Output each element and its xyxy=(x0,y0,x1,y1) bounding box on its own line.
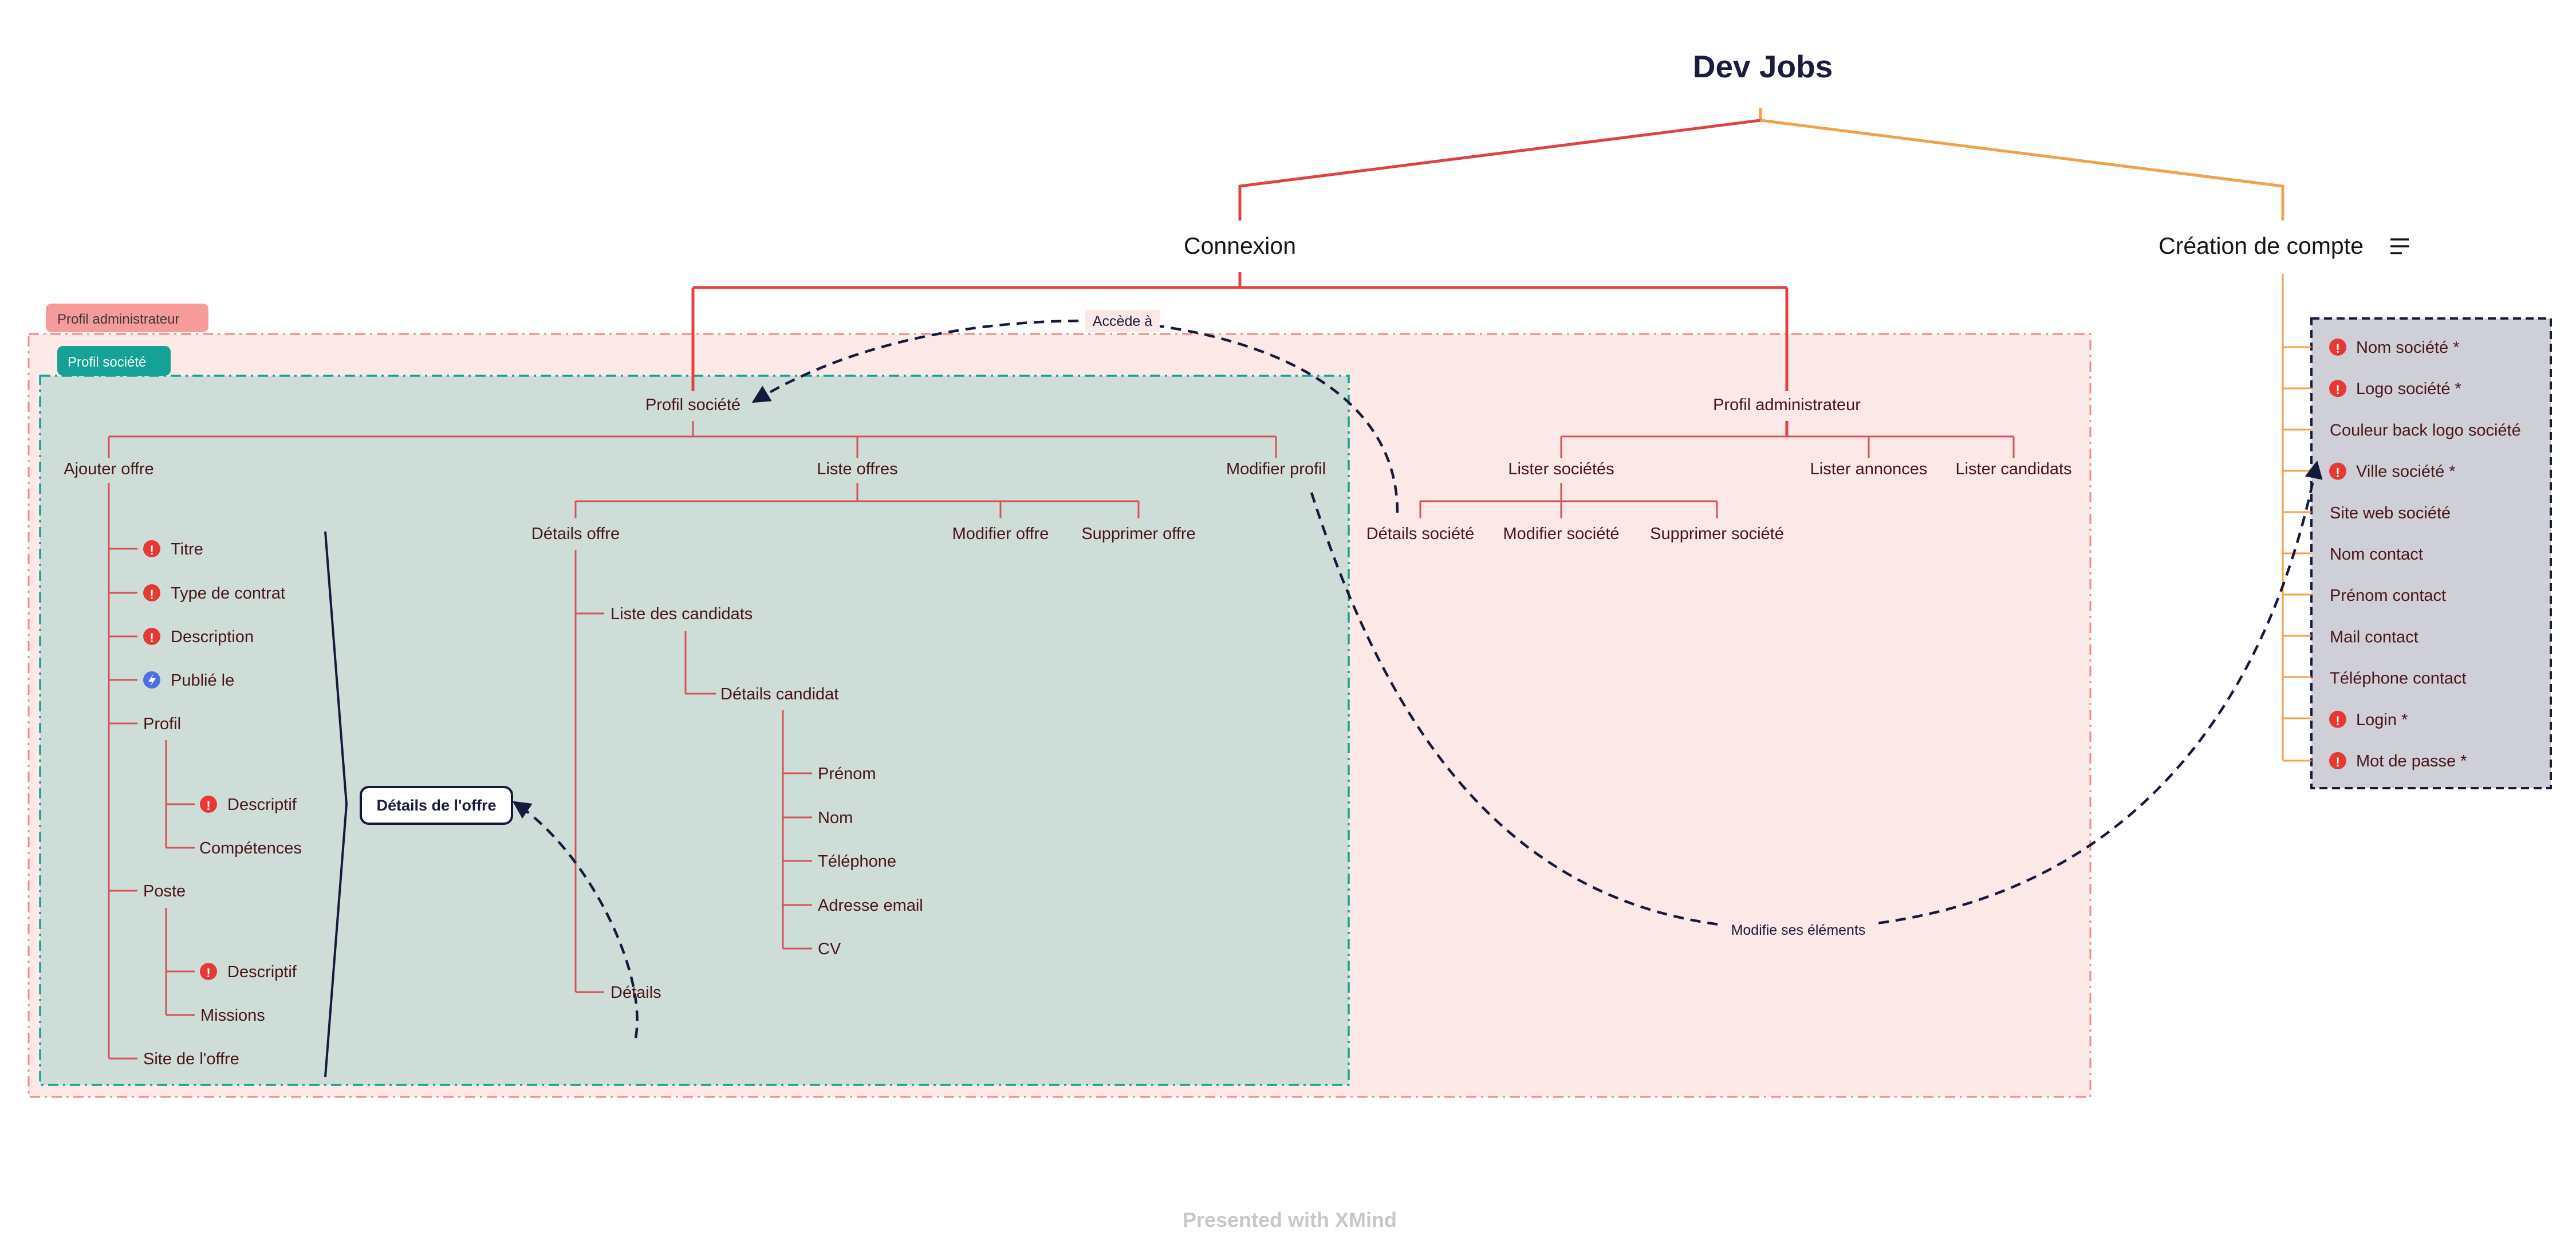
creation-item[interactable]: Nom contact xyxy=(2330,545,2423,564)
node-missions[interactable]: Missions xyxy=(200,1006,265,1025)
node-cv[interactable]: CV xyxy=(818,940,841,958)
creation-item[interactable]: Téléphone contact xyxy=(2330,670,2467,688)
exclamation-icon: ! xyxy=(200,963,217,980)
node-supprimer-societe[interactable]: Supprimer société xyxy=(1650,525,1784,543)
svg-text:!: ! xyxy=(2335,383,2339,397)
svg-text:!: ! xyxy=(206,966,210,980)
node-site-offre[interactable]: Site de l'offre xyxy=(143,1050,239,1068)
node-publie-le[interactable]: Publié le xyxy=(171,671,234,690)
creation-item[interactable]: Prénom contact xyxy=(2330,587,2446,605)
node-details[interactable]: Détails xyxy=(610,984,661,1002)
node-modifier-offre[interactable]: Modifier offre xyxy=(952,525,1049,543)
node-profil-societe[interactable]: Profil société xyxy=(645,396,740,414)
summary-box-label: Détails de l'offre xyxy=(377,797,497,814)
creation-item[interactable]: Ville société * xyxy=(2356,463,2456,481)
branch-creation-compte[interactable]: Création de compte xyxy=(2159,233,2364,259)
summary-details-offre[interactable]: Détails de l'offre xyxy=(360,786,513,825)
node-description[interactable]: Description xyxy=(171,628,254,646)
creation-item[interactable]: Nom société * xyxy=(2356,339,2460,357)
svg-text:!: ! xyxy=(149,543,153,557)
svg-text:!: ! xyxy=(2335,755,2339,769)
central-topic[interactable]: Dev Jobs xyxy=(1693,49,1833,84)
node-lister-candidats[interactable]: Lister candidats xyxy=(1955,460,2071,478)
rel-accede-label: Accède à xyxy=(1093,313,1152,329)
creation-item[interactable]: Couleur back logo société xyxy=(2330,421,2521,439)
node-liste-offres[interactable]: Liste offres xyxy=(817,460,897,478)
creation-item[interactable]: Mot de passe * xyxy=(2356,752,2467,770)
node-competences[interactable]: Compétences xyxy=(199,839,302,857)
creation-compte-box[interactable] xyxy=(2310,317,2552,789)
boundary-societe[interactable] xyxy=(39,375,1350,1086)
svg-text:!: ! xyxy=(149,631,153,645)
creation-compte-list: ! Nom société *! Logo société * Couleur bac… xyxy=(2329,339,2521,770)
rel-accede[interactable] xyxy=(751,319,1399,513)
svg-text:!: ! xyxy=(149,587,153,601)
node-adresse-email[interactable]: Adresse email xyxy=(818,896,923,915)
svg-text:!: ! xyxy=(2335,714,2339,728)
node-lister-societes[interactable]: Lister sociétés xyxy=(1508,460,1614,478)
rel-details-summary[interactable] xyxy=(512,801,639,1038)
exclamation-icon: ! xyxy=(2329,462,2346,480)
node-telephone[interactable]: Téléphone xyxy=(818,852,896,871)
node-details-societe[interactable]: Détails société xyxy=(1366,525,1475,543)
node-profil-administrateur[interactable]: Profil administrateur xyxy=(1713,396,1861,414)
svg-text:!: ! xyxy=(2335,466,2339,480)
node-poste-descriptif[interactable]: Descriptif xyxy=(227,963,297,981)
exclamation-icon: ! xyxy=(2329,380,2346,398)
node-details-offre[interactable]: Détails offre xyxy=(531,525,620,543)
svg-text:!: ! xyxy=(206,798,210,813)
rel-modifie[interactable] xyxy=(1310,460,2323,931)
node-profil[interactable]: Profil xyxy=(143,715,181,733)
creation-item[interactable]: Logo société * xyxy=(2356,380,2461,398)
creation-item[interactable]: Login * xyxy=(2356,711,2408,729)
node-modifier-societe[interactable]: Modifier société xyxy=(1503,525,1619,543)
node-profil-descriptif[interactable]: Descriptif xyxy=(227,796,297,814)
node-liste-candidats[interactable]: Liste des candidats xyxy=(610,605,753,623)
node-nom[interactable]: Nom xyxy=(818,809,853,827)
node-poste[interactable]: Poste xyxy=(143,882,186,900)
exclamation-icon: ! xyxy=(143,540,160,557)
node-details-candidat[interactable]: Détails candidat xyxy=(720,685,838,703)
exclamation-icon: ! xyxy=(200,796,217,813)
creation-item[interactable]: Site web société xyxy=(2330,504,2451,522)
exclamation-icon: ! xyxy=(2329,752,2346,769)
exclamation-icon: ! xyxy=(143,584,160,601)
node-ajouter-offre[interactable]: Ajouter offre xyxy=(64,460,153,478)
node-supprimer-offre[interactable]: Supprimer offre xyxy=(1081,525,1195,543)
node-type-contrat[interactable]: Type de contrat xyxy=(171,584,285,603)
footer-brand: Presented with XMind xyxy=(1183,1208,1397,1232)
exclamation-icon: ! xyxy=(143,628,160,645)
notes-icon[interactable] xyxy=(2390,238,2409,254)
boundary-admin-tag[interactable]: Profil administrateur xyxy=(46,304,208,332)
exclamation-icon: ! xyxy=(2329,710,2346,728)
rel-modifie-label: Modifie ses éléments xyxy=(1731,922,1866,938)
branch-connexion[interactable]: Connexion xyxy=(1184,233,1296,259)
lightning-icon xyxy=(143,671,160,689)
node-prenom[interactable]: Prénom xyxy=(818,765,876,783)
creation-item[interactable]: Mail contact xyxy=(2330,628,2419,646)
node-titre[interactable]: Titre xyxy=(171,540,203,558)
boundary-admin-label: Profil administrateur xyxy=(57,312,179,327)
svg-text:!: ! xyxy=(2335,341,2339,356)
boundary-societe-tag[interactable]: Profil société xyxy=(57,346,171,376)
boundary-societe-label: Profil société xyxy=(68,355,146,370)
exclamation-icon: ! xyxy=(2329,339,2346,356)
node-modifier-profil[interactable]: Modifier profil xyxy=(1226,460,1326,478)
node-lister-annonces[interactable]: Lister annonces xyxy=(1810,460,1928,478)
